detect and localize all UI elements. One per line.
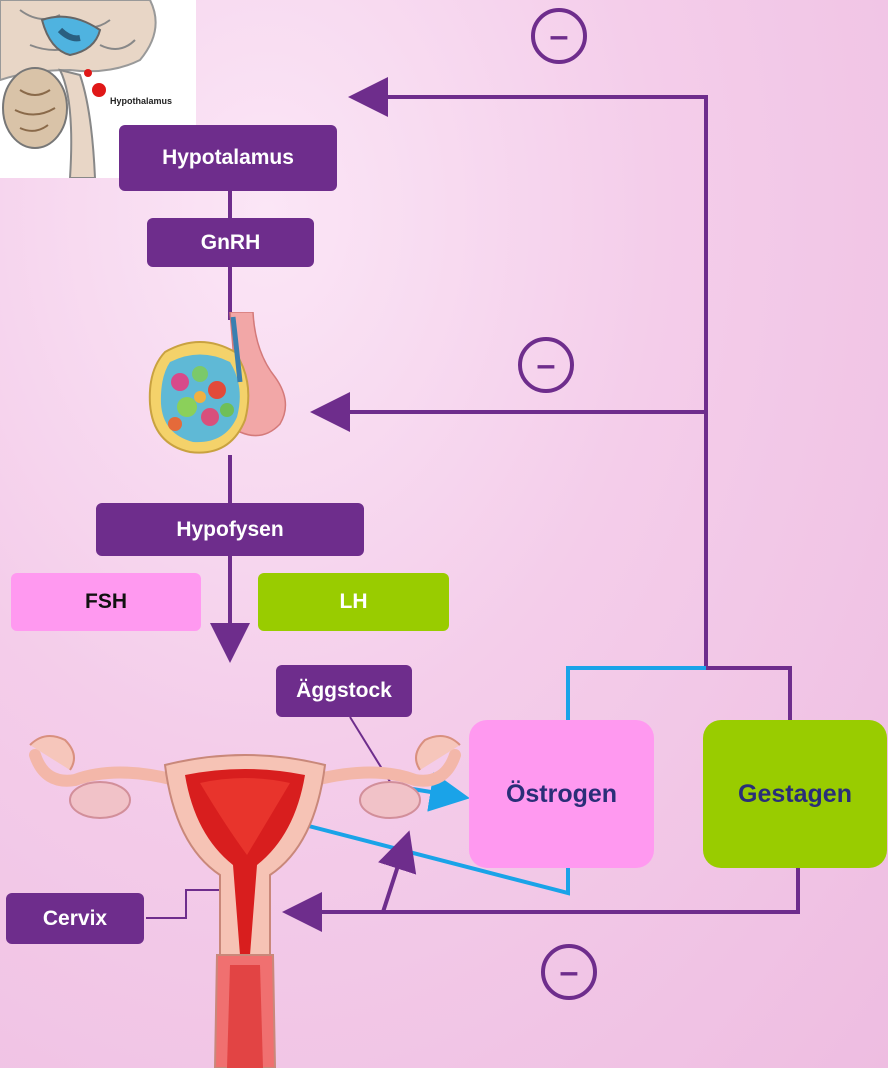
gestagen-up-line [706, 668, 790, 720]
hypotalamus-box: Hypotalamus [119, 125, 337, 191]
inhibition-symbol-pituitary: – [518, 337, 574, 393]
inhibition-symbol-cervix: – [541, 944, 597, 1000]
hypofysen-box: Hypofysen [96, 503, 364, 556]
cervix-box: Cervix [6, 893, 144, 944]
ostrogen-up-line [568, 668, 706, 720]
gestagen-box: Gestagen [703, 720, 887, 868]
inhibition-symbol-hypothalamus: – [531, 8, 587, 64]
fsh-box: FSH [11, 573, 201, 631]
brain-hypothalamus-label: Hypothalamus [110, 96, 172, 106]
lh-box: LH [258, 573, 449, 631]
ostrogen-box: Östrogen [469, 720, 654, 868]
pituitary-gland-illustration [145, 312, 295, 460]
aggstock-box: Äggstock [276, 665, 412, 717]
gnrh-box: GnRH [147, 218, 314, 267]
